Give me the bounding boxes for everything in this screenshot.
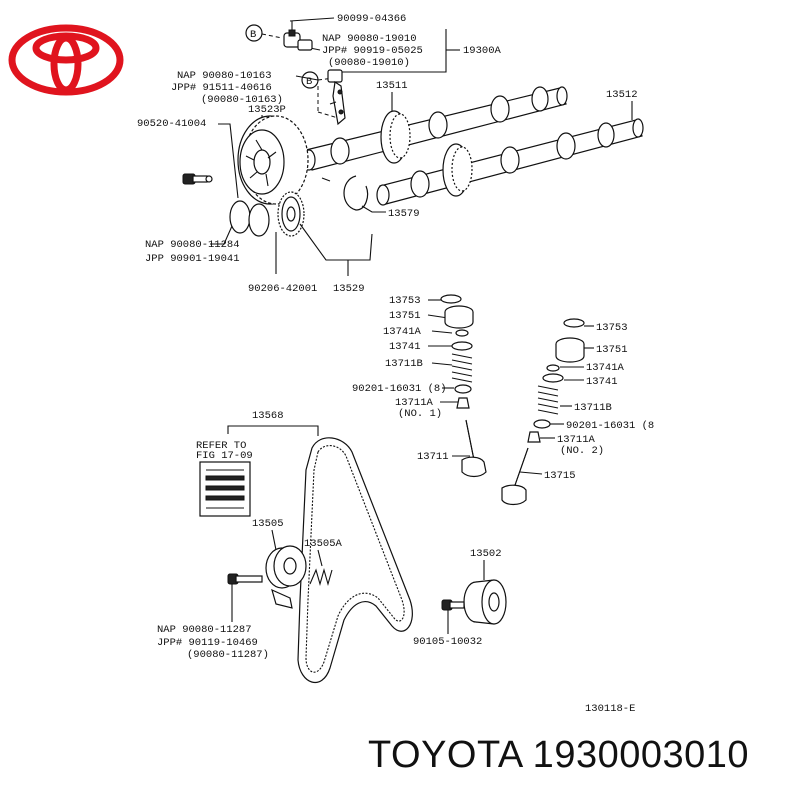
- brand-part-number: TOYOTA 1930003010: [368, 734, 750, 776]
- label-jpp-90919-05025: JPP# 90919-05025: [322, 45, 423, 57]
- marker-b-mid-label: B: [306, 76, 312, 88]
- valve-13711-icon: [461, 419, 487, 478]
- camshaft-13512-icon: [376, 118, 644, 206]
- label-r-13711b: 13711B: [574, 402, 612, 414]
- sensor-callout-group: 90099-04366 NAP 90080-19010 JPP# 90919-0…: [245, 13, 502, 126]
- refer-fig-label: FIG 17-09: [196, 450, 253, 462]
- seal-icon: [454, 384, 472, 394]
- bolt-icon: [441, 599, 465, 611]
- timing-belt-icon: [297, 437, 413, 684]
- label-13529: 13529: [333, 283, 365, 295]
- label-r-13753: 13753: [596, 322, 628, 334]
- tensioner-group: 13505 13505A NAP 90080-11287 JPP# 90119-…: [157, 518, 343, 661]
- label-l-no1: (NO. 1): [398, 408, 442, 420]
- label-paren-90080-19010: (90080-19010): [328, 57, 410, 69]
- lower-left-callouts: NAP 90080-11284 JPP 90901-19041 90206-42…: [145, 223, 373, 295]
- cam-pulley-icon: [237, 115, 309, 205]
- retainer-icon: [542, 373, 564, 383]
- tensioner-spring-icon: [309, 567, 333, 587]
- label-r-13741: 13741: [586, 376, 618, 388]
- valve-13715-icon: [501, 447, 529, 506]
- reference-box: REFER TO FIG 17-09: [196, 440, 253, 517]
- label-r-no2: (NO. 2): [560, 445, 604, 457]
- label-l-13753: 13753: [389, 295, 421, 307]
- label-nap-90080-10163: NAP 90080-10163: [177, 70, 272, 82]
- label-r-13751: 13751: [596, 344, 628, 356]
- label-19300a: 19300A: [463, 45, 502, 57]
- seat-icon: [456, 397, 470, 409]
- label-l-13751: 13751: [389, 310, 421, 322]
- label-90099-04366: 90099-04366: [337, 13, 406, 25]
- retainer-icon: [451, 341, 473, 351]
- valve-spring-icon: [537, 385, 559, 415]
- label-l-90201-16031: 90201-16031 (8): [352, 383, 447, 395]
- label-13579: 13579: [388, 208, 420, 220]
- label-l-13711b: 13711B: [385, 358, 423, 370]
- label-13512: 13512: [606, 89, 638, 101]
- gear-13529-icon: [277, 191, 305, 237]
- marker-b-top-label: B: [250, 29, 256, 41]
- label-13502: 13502: [470, 548, 502, 560]
- marker-b-top: [245, 24, 263, 42]
- idler-group: 13502 90105-10032: [413, 548, 507, 648]
- seat-icon: [527, 431, 541, 443]
- camshaft-13511-icon: [302, 86, 568, 171]
- label-13715: 13715: [544, 470, 576, 482]
- valve-spring-icon: [451, 353, 473, 383]
- label-13568: 13568: [252, 410, 284, 422]
- valve-assembly-no1: 13753 13751 13741A 13741 13711B 90201-16…: [352, 294, 487, 478]
- washer-icon: [248, 203, 270, 237]
- cam-pulley-13523p: 13523P 90520-41004 13579: [137, 104, 420, 237]
- label-90520-41004: 90520-41004: [137, 118, 206, 130]
- lifter-icon: [555, 337, 585, 363]
- label-r-90201-16031: 90201-16031 (8: [566, 420, 654, 432]
- seal-icon: [533, 419, 551, 429]
- figure-code: 130118-E: [585, 703, 635, 715]
- label-r-13741a: 13741A: [586, 362, 625, 374]
- tensioner-pulley-icon: [265, 545, 307, 609]
- label-paren-90080-10163: (90080-10163): [201, 94, 283, 106]
- label-jpp-90901-19041: JPP 90901-19041: [145, 253, 240, 265]
- label-90206-42001: 90206-42001: [248, 283, 317, 295]
- bolt-icon: [182, 173, 213, 185]
- label-paren-90080-11287: (90080-11287): [187, 649, 269, 661]
- refer-to-label: REFER TO: [196, 440, 246, 452]
- timing-belt-group: 13568 REFER TO FIG 17-09: [196, 410, 413, 684]
- label-r-13711a: 13711A: [557, 434, 596, 446]
- keeper-icon: [546, 364, 560, 372]
- idler-pulley-icon: [463, 579, 507, 625]
- sensor-bracket-icon: [327, 69, 346, 126]
- bolt-icon: [227, 573, 263, 585]
- snap-ring-icon: [343, 175, 369, 211]
- keeper-icon: [455, 329, 469, 337]
- lifter-icon: [444, 305, 474, 329]
- sensor-icon: [283, 29, 313, 51]
- shim-icon: [440, 294, 462, 304]
- label-13511: 13511: [376, 80, 408, 92]
- label-jpp-90119-10469: JPP# 90119-10469: [157, 637, 258, 649]
- label-nap-90080-11284: NAP 90080-11284: [145, 239, 240, 251]
- label-l-13741a: 13741A: [383, 326, 422, 338]
- label-nap-90080-11287: NAP 90080-11287: [157, 624, 252, 636]
- label-90105-10032: 90105-10032: [413, 636, 482, 648]
- toyota-logo-icon: [8, 24, 124, 96]
- washer-icon: [229, 200, 251, 234]
- label-13505a: 13505A: [304, 538, 343, 550]
- label-13523p: 13523P: [248, 104, 286, 116]
- label-13711: 13711: [417, 451, 449, 463]
- label-l-13711a: 13711A: [395, 397, 434, 409]
- shim-icon: [563, 318, 585, 328]
- label-nap-90080-19010: NAP 90080-19010: [322, 33, 417, 45]
- valve-assembly-no2: 13753 13751 13741A 13741 13711B 90201-16…: [501, 318, 654, 506]
- label-13505: 13505: [252, 518, 284, 530]
- label-jpp-91511-40616: JPP# 91511-40616: [171, 82, 272, 94]
- label-l-13741: 13741: [389, 341, 421, 353]
- nap-10163-callout: NAP 90080-10163 JPP# 91511-40616 (90080-…: [171, 70, 638, 120]
- pin-icon: [321, 177, 331, 182]
